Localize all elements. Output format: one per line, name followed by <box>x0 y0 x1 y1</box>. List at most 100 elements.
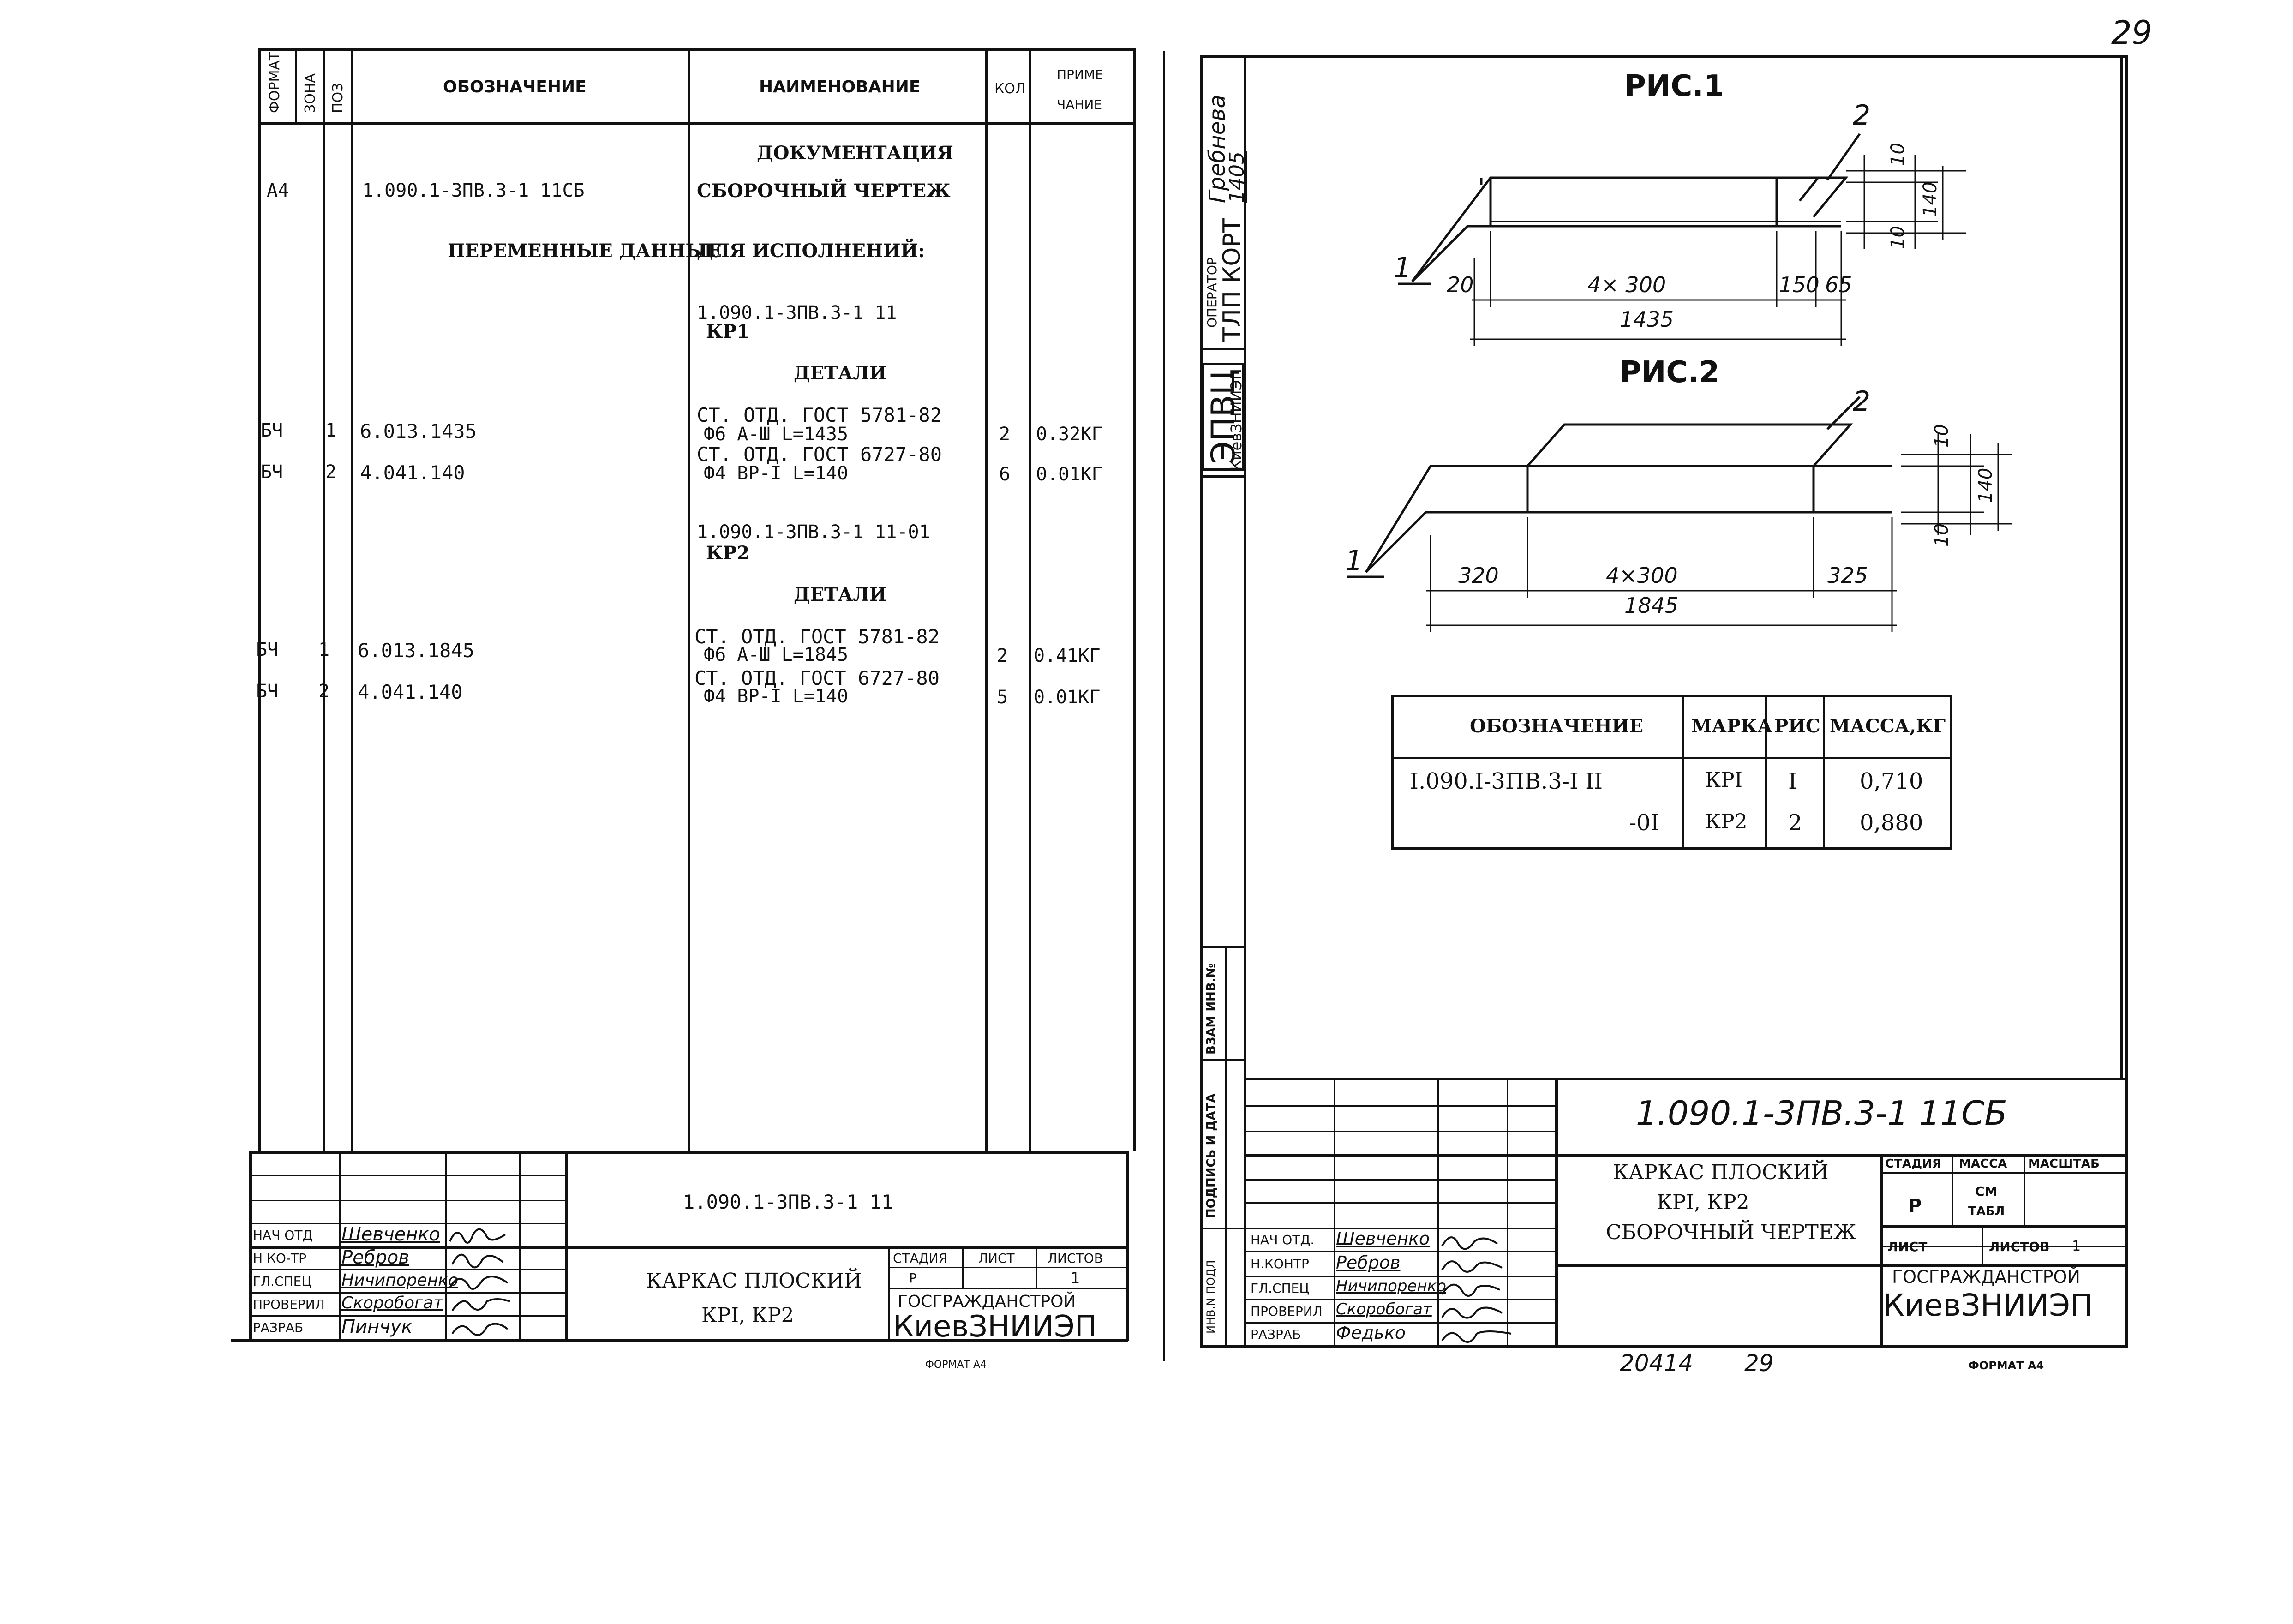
mark-table-header-3: МАССА,КГ <box>1830 715 1946 737</box>
mark-table-r1-c0: -0I <box>1629 810 1659 836</box>
r1-designation: 6.013.1435 <box>360 420 477 443</box>
r4-qty: 5 <box>997 687 1008 708</box>
page-number: 29 <box>2111 14 2153 52</box>
r3-note: 0.41КГ <box>1034 645 1101 666</box>
right-tb-org-1: ГОСГРАЖДАНСТРОЙ <box>1892 1267 2080 1287</box>
right-tb-mass-label: МАССА <box>1959 1157 2007 1171</box>
r1-pos: 1 <box>325 420 337 441</box>
version2-code: 1.090.1-3ПВ.3-1 11-01 <box>697 521 930 543</box>
mark-table-header-0: ОБОЗНАЧЕНИЕ <box>1470 715 1644 737</box>
version2-mark: КР2 <box>706 542 750 564</box>
version1-mark: КР1 <box>706 321 750 342</box>
r1-name-2: Ф6 А-Ш L=1435 <box>704 424 849 445</box>
fig1-label-1: 1 <box>1394 252 1412 284</box>
r3-qty: 2 <box>997 645 1008 666</box>
left-tb-name-2: Ничипоренко <box>341 1271 459 1290</box>
right-tb-name-3: Скоробогат <box>1336 1300 1432 1318</box>
left-tb-stage: Р <box>909 1270 917 1286</box>
fig2-title: РИС.2 <box>1620 355 1720 390</box>
right-tb-role-2: ГЛ.СПЕЦ <box>1251 1281 1310 1296</box>
right-tb-name-0: Шевченко <box>1336 1228 1430 1249</box>
right-tb-mass-1: СМ <box>1975 1184 1998 1199</box>
right-tb-title-2: КРI, КР2 <box>1657 1191 1749 1214</box>
section-documentation: ДОКУМЕНТАЦИЯ <box>757 142 953 164</box>
fig1-dim-1435: 1435 <box>1620 307 1674 332</box>
r2-designation: 4.041.140 <box>360 461 465 484</box>
header-note-1: ПРИМЕ <box>1057 67 1103 82</box>
bottom-format-label: ФОРМАТ А4 <box>1968 1359 2044 1372</box>
fig2-label-1: 1 <box>1345 545 1363 577</box>
left-format-label: ФОРМАТ А4 <box>925 1359 987 1371</box>
right-tb-sheets: 1 <box>2072 1238 2081 1254</box>
fig2-dim-320: 320 <box>1458 563 1499 588</box>
fig2-dim-4x300: 4×300 <box>1606 563 1678 588</box>
fig1-dim-150: 150 <box>1779 272 1820 297</box>
fig2-dim-325: 325 <box>1827 563 1868 588</box>
fig2-label-2: 2 <box>1853 385 1871 418</box>
r2-name-2: Ф4 ВР-I L=140 <box>704 463 849 484</box>
right-tb-name-1: Ребров <box>1336 1252 1401 1273</box>
bottom-note-num: 20414 <box>1620 1350 1694 1377</box>
right-tb-mass-2: ТАБЛ <box>1968 1205 2005 1218</box>
section-variable-data: ПЕРЕМЕННЫЕ ДАННЫЕ <box>448 240 722 262</box>
left-tb-name-0: Шевченко <box>341 1224 440 1245</box>
r2-note: 0.01КГ <box>1036 464 1103 485</box>
right-tb-role-3: ПРОВЕРИЛ <box>1251 1304 1323 1319</box>
version1-code: 1.090.1-3ПВ.3-1 11 <box>697 302 897 324</box>
left-tb-role-4: РАЗРАБ <box>253 1320 304 1335</box>
fig1-dim-4x300: 4× 300 <box>1587 272 1666 297</box>
left-tb-stage-label: СТАДИЯ <box>893 1251 948 1266</box>
left-tb-name-1: Ребров <box>341 1247 409 1268</box>
doc-name: СБОРОЧНЫЙ ЧЕРТЕЖ <box>697 180 951 202</box>
fig1-label-2: 2 <box>1853 99 1871 132</box>
left-tb-code: 1.090.1-3ПВ.3-1 11 <box>683 1191 893 1213</box>
mark-table-header-1: МАРКА <box>1691 715 1772 737</box>
r2-format: БЧ <box>261 461 283 483</box>
left-tb-name-4: Пинчук <box>341 1316 413 1337</box>
right-tb-name-2: Ничипоренко <box>1336 1277 1446 1295</box>
left-tb-title-1: КАРКАС ПЛОСКИЙ <box>646 1269 862 1293</box>
right-tb-sheets-label: ЛИСТОВ <box>1989 1239 2050 1254</box>
left-tb-org-1: ГОСГРАЖДАНСТРОЙ <box>898 1292 1076 1311</box>
header-designation: ОБОЗНАЧЕНИЕ <box>443 78 587 96</box>
mark-table-r0-c0: I.090.I-3ПВ.3-I II <box>1410 768 1603 794</box>
right-tb-role-4: РАЗРАБ <box>1251 1327 1301 1342</box>
header-note-2: ЧАНИЕ <box>1057 97 1102 112</box>
mark-table-r0-c3: 0,710 <box>1860 768 1923 794</box>
left-tb-title-2: КРI, КР2 <box>701 1304 794 1327</box>
header-qty: КОЛ <box>994 81 1026 97</box>
r2-name-1: СТ. ОТД. ГОСТ 6727-80 <box>697 443 942 466</box>
r3-name-2: Ф6 А-Ш L=1845 <box>704 644 849 665</box>
fig1-dim-20: 20 <box>1447 272 1474 297</box>
right-tb-code: 1.090.1-3ПВ.3-1 11СБ <box>1636 1094 2007 1133</box>
right-tb-stage: Р <box>1908 1195 1922 1217</box>
fig2-dim-1845: 1845 <box>1624 593 1679 618</box>
r2-qty: 6 <box>999 464 1011 485</box>
right-tb-org-2: КиевЗНИИЭП <box>1883 1288 2093 1323</box>
right-tb-name-4: Федько <box>1336 1323 1406 1343</box>
mark-table-header-2: РИС <box>1774 715 1820 737</box>
section-details-1: ДЕТАЛИ <box>794 362 887 384</box>
r4-format: БЧ <box>256 681 279 702</box>
doc-designation: 1.090.1-3ПВ.3-1 11СБ <box>362 180 585 201</box>
r4-name-1: СТ. ОТД. ГОСТ 6727-80 <box>694 667 940 689</box>
bottom-note-page: 29 <box>1744 1350 1774 1377</box>
fig1-dim-65: 65 <box>1825 272 1852 297</box>
right-tb-stage-label: СТАДИЯ <box>1885 1157 1941 1171</box>
r3-format: БЧ <box>256 639 279 660</box>
doc-format: А4 <box>267 180 289 201</box>
r1-format: БЧ <box>261 420 283 441</box>
mark-table-r0-c2: I <box>1788 768 1797 794</box>
mark-table-r1-c2: 2 <box>1788 810 1802 836</box>
left-tb-org-2: КиевЗНИИЭП <box>893 1310 1097 1344</box>
left-tb-role-1: Н КО-ТР <box>253 1251 306 1266</box>
section-details-2: ДЕТАЛИ <box>794 584 887 605</box>
right-tb-role-1: Н.КОНТР <box>1251 1256 1309 1271</box>
left-tb-role-0: НАЧ ОТД <box>253 1228 313 1243</box>
left-tb-name-3: Скоробогат <box>341 1294 443 1312</box>
r3-pos: 1 <box>318 639 330 660</box>
left-tb-role-3: ПРОВЕРИЛ <box>253 1297 325 1312</box>
